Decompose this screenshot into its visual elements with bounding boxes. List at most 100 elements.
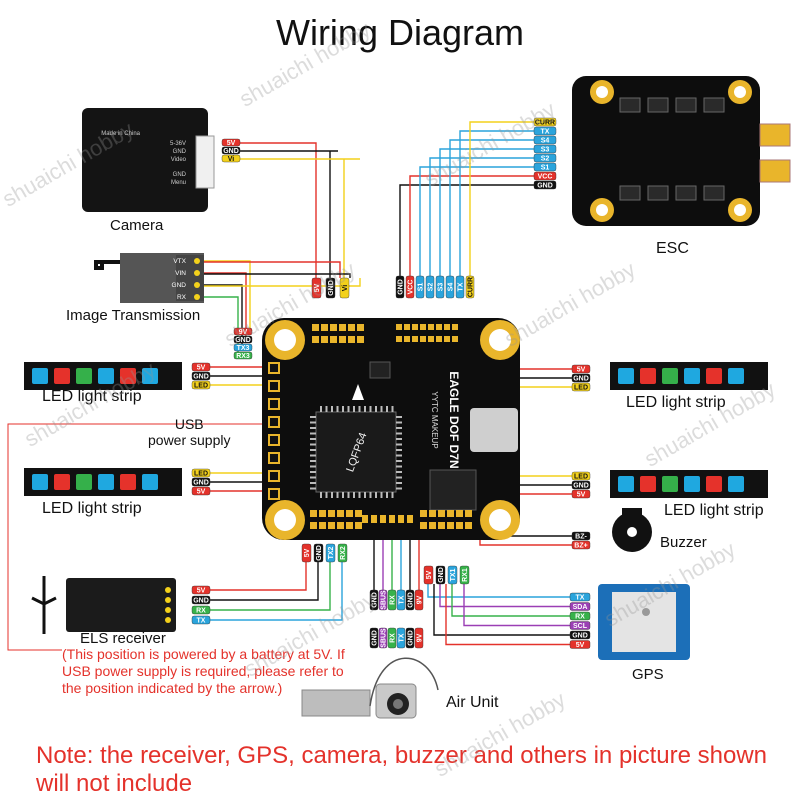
esc-pad [396,324,402,330]
esc-pin-vcc: VCC [533,171,557,181]
led-bl-pin-5v: 5V [191,486,211,496]
board-br-pad-tx1: TX1 [447,565,458,585]
chip-pin [396,421,402,424]
gps-wire [439,584,570,608]
side-pad-hole [270,418,278,426]
pin-tag-bg [191,371,211,381]
pin-tag-bg [369,589,379,611]
bottom-pad [337,522,344,529]
esc-pad [452,324,458,330]
pin-tag-text: TX3 [237,345,250,352]
pin-tag-text: 5V [197,365,206,372]
chip-pin [380,492,383,498]
esc-pin-tx: TX [533,126,557,136]
board-air-pad-sbus: SBUS [378,589,388,611]
board-air-pad-gnd: GND [369,589,379,611]
air-unit-pin-9v: 9V [414,627,424,649]
esc-hole [734,204,746,216]
led [54,368,70,384]
vtx-pin-text: RX [177,294,187,301]
receiver-pin-dot [165,617,171,623]
pin-tag-text: GND [316,545,323,561]
board-esc-pad-curr: CURR [465,275,475,299]
pin-tag-text: GND [572,633,588,640]
led-strip-tr-label: LED light strip [626,394,726,411]
pin-tag-bg [191,486,211,496]
chip-pin [320,492,322,498]
chip-pin [320,406,322,412]
pin-labels-layer: 5VGNDViCURRTXS4S3S2S1VCCGND5VGNDLEDLEDGN… [191,117,591,649]
led [98,474,114,490]
pin-tag-bg [337,543,348,563]
led [662,476,678,492]
esc-pad [452,336,458,342]
bottom-pad [319,522,326,529]
chip-pin [310,487,316,490]
receiver-wire [210,562,307,591]
esc-hole [596,86,608,98]
air-unit-device [301,657,439,719]
led [142,368,158,384]
els-pin-gnd: GND [191,595,211,605]
gps-pin-scl: SCL [569,621,591,630]
pin-tag-bg [191,605,211,615]
pin-tag-text: BZ+ [574,543,587,550]
bottom-pad [310,522,317,529]
mosfet [675,97,697,113]
chip-pin [391,492,394,498]
els-power-note: (This position is powered by a battery a… [62,646,345,696]
pin-tag-text: 5V [314,283,321,292]
pin-tag-bg [396,589,406,611]
pin-tag-text: SCL [573,623,588,630]
pin-tag-text: GND [573,483,589,490]
receiver-wire [210,562,319,601]
pin-tag-text: LED [574,474,588,481]
pin-tag-text: RX [575,614,585,621]
mcu-chip [315,411,397,493]
air-unit-body [301,689,371,717]
board-air-pad-gnd: GND [405,589,415,611]
pin-tag-text: TX1 [450,568,457,581]
receiver-wire [210,562,331,611]
board-vtx-pad-rx3: RX3 [233,351,253,360]
vtx-pin-text: VTX [173,258,186,265]
board-esc-pad-s4: S4 [445,275,455,299]
led [142,474,158,490]
pin-tag-bg [191,585,211,595]
pin-tag-text: VCC [408,280,415,295]
vtx-pin-text: GND [172,282,187,289]
pin-tag-text: TX [541,129,550,136]
top-pad [339,336,346,343]
buzzer-tab [622,508,642,516]
pin-tag-bg [233,335,253,344]
pin-tag-text: GND [438,567,445,583]
air-unit-label: Air Unit [446,694,499,711]
chip-pin [310,427,316,429]
bottom-pad [355,522,362,529]
bottom-pad [429,510,436,517]
board-esc-pad-s3: S3 [435,275,445,299]
gps-wire [451,584,570,617]
pin-tag-text: LED [194,471,208,478]
pin-tag-text: TX [458,282,465,291]
chip-pin [310,460,316,462]
side-pad-hole [270,454,278,462]
pin-tag-text: TX [399,633,406,642]
esc-pin-curr: CURR [533,117,557,127]
buzzer-label: Buzzer [660,534,707,551]
pin-tag-bg [414,589,424,611]
pin-tag-bg [569,602,591,611]
camera-connector [195,135,215,189]
chip-pin [391,406,394,412]
led [640,476,656,492]
board-vtx-pad-gnd: GND [233,335,253,344]
buzzer-pin-bz+: BZ+ [571,540,591,550]
air-unit-pin-gnd: GND [369,627,379,649]
led [706,476,722,492]
pin-tag-text: LED [194,383,208,390]
pin-tag-bg [465,275,475,299]
pin-tag-text: S2 [428,283,435,292]
pin-tag-text: 5V [577,492,586,499]
led [120,368,136,384]
